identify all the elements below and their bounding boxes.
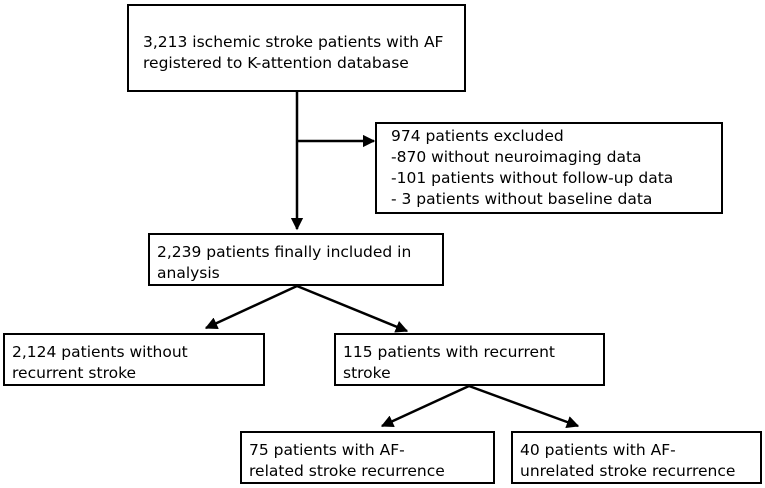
box-recurrence-line-2: stroke	[343, 364, 391, 382]
arrow-recurrence-to-af-unrelated	[468, 384, 580, 428]
box-recurrence: 115 patients with recurrent stroke	[334, 333, 605, 386]
box-initial-cohort: 3,213 ischemic stroke patients with AF r…	[127, 4, 466, 92]
arrow-included-to-no-recurrence	[204, 284, 298, 330]
box-included: 2,239 patients finally included in analy…	[148, 233, 444, 286]
box-no-recurrence-line-2: recurrent stroke	[12, 364, 137, 382]
arrow-included-to-recurrence	[296, 284, 409, 333]
box-initial-cohort-line-1: 3,213 ischemic stroke patients with AF	[143, 33, 444, 51]
box-af-unrelated: 40 patients with AF- unrelated stroke re…	[511, 431, 762, 484]
arrow-recurrence-to-af-related	[380, 384, 470, 428]
box-af-related-line-2: related stroke recurrence	[249, 462, 445, 480]
box-excluded-line-4: - 3 patients without baseline data	[391, 190, 653, 208]
box-af-related-line-1: 75 patients with AF-	[249, 441, 405, 459]
box-excluded-line-3: -101 patients without follow-up data	[391, 169, 674, 187]
box-af-unrelated-line-2: unrelated stroke recurrence	[520, 462, 736, 480]
box-initial-cohort-line-2: registered to K-attention database	[143, 54, 409, 72]
box-excluded-line-1: 974 patients excluded	[391, 127, 564, 145]
box-af-unrelated-line-1: 40 patients with AF-	[520, 441, 676, 459]
box-no-recurrence-line-1: 2,124 patients without	[12, 343, 188, 361]
box-excluded: 974 patients excluded -870 without neuro…	[375, 122, 723, 214]
box-af-related: 75 patients with AF- related stroke recu…	[240, 431, 495, 484]
box-no-recurrence: 2,124 patients without recurrent stroke	[3, 333, 265, 386]
box-included-line-1: 2,239 patients finally included in	[157, 243, 412, 261]
box-recurrence-line-1: 115 patients with recurrent	[343, 343, 555, 361]
box-excluded-line-2: -870 without neuroimaging data	[391, 148, 642, 166]
box-included-line-2: analysis	[157, 264, 220, 282]
